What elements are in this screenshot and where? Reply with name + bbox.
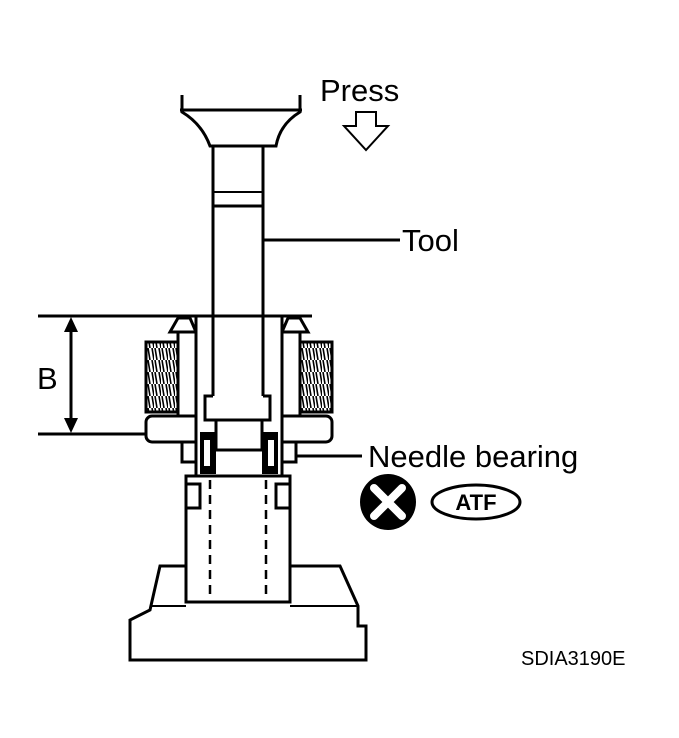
figure-code: SDIA3190E [521, 648, 626, 670]
pinion-gear-left [144, 316, 199, 418]
press-bed [128, 564, 368, 662]
lower-shaft [184, 474, 292, 604]
atf-label: ATF [455, 490, 496, 515]
tool-label: Tool [402, 223, 459, 258]
atf-badge [430, 483, 522, 521]
tool-shaft [211, 144, 265, 318]
needle-bearing-label: Needle bearing [368, 439, 578, 474]
down-arrow-icon [341, 111, 391, 152]
needle-bearing [200, 432, 278, 474]
dimension-b-label: B [37, 361, 58, 396]
x-circle-icon [360, 474, 416, 530]
pinion-gear-right [279, 316, 334, 418]
press-label: Press [320, 73, 399, 108]
press-ram [180, 95, 302, 148]
